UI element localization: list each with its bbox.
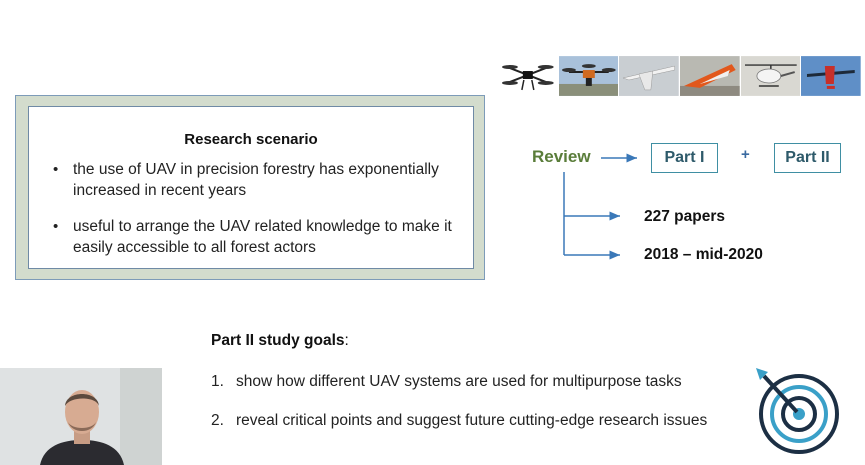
helicopter-icon	[740, 56, 802, 96]
goal-text: reveal critical points and suggest futur…	[236, 412, 708, 429]
fixed-wing-icon	[619, 56, 681, 96]
review-label: Review	[532, 147, 591, 166]
scenario-bullet-text: the use of UAV in precision forestry has…	[73, 161, 439, 199]
delta-wing-icon	[680, 56, 741, 96]
scenario-bullet-1: • the use of UAV in precision forestry h…	[49, 159, 469, 201]
fixed-wing-sky-icon	[801, 56, 863, 96]
goal-item-2: 2. reveal critical points and suggest fut…	[211, 412, 707, 430]
research-scenario-box: Research scenario • the use of UAV in pr…	[28, 106, 474, 269]
papers-count: 227 papers	[644, 208, 725, 225]
uav-image-strip	[498, 56, 863, 96]
goal-number: 2.	[211, 412, 224, 429]
part-two-box: Part II	[774, 143, 841, 173]
goals-title: Part II study goals:	[211, 332, 349, 350]
review-period: 2018 – mid-2020	[644, 246, 763, 263]
goal-item-1: 1. show how different UAV systems are use…	[211, 373, 682, 391]
goal-text: show how different UAV systems are used …	[236, 373, 682, 390]
plus-sign: +	[741, 146, 750, 163]
part-one-box: Part I	[651, 143, 718, 173]
bullet-dot: •	[53, 161, 59, 178]
research-scenario-title: Research scenario	[184, 131, 318, 148]
goal-number: 1.	[211, 373, 224, 390]
bullet-dot: •	[53, 218, 59, 235]
scenario-bullet-2: • useful to arrange the UAV related know…	[49, 216, 469, 258]
quadcopter-icon	[498, 56, 559, 96]
presenter-webcam	[0, 368, 162, 465]
goals-title-suffix: :	[344, 332, 349, 349]
target-dart-icon	[756, 368, 839, 454]
scenario-bullet-text: useful to arrange the UAV related knowle…	[73, 218, 452, 256]
multirotor-icon	[558, 56, 620, 96]
goals-title-bold: Part II study goals	[211, 332, 345, 349]
research-scenario-panel: Research scenario • the use of UAV in pr…	[15, 95, 485, 280]
